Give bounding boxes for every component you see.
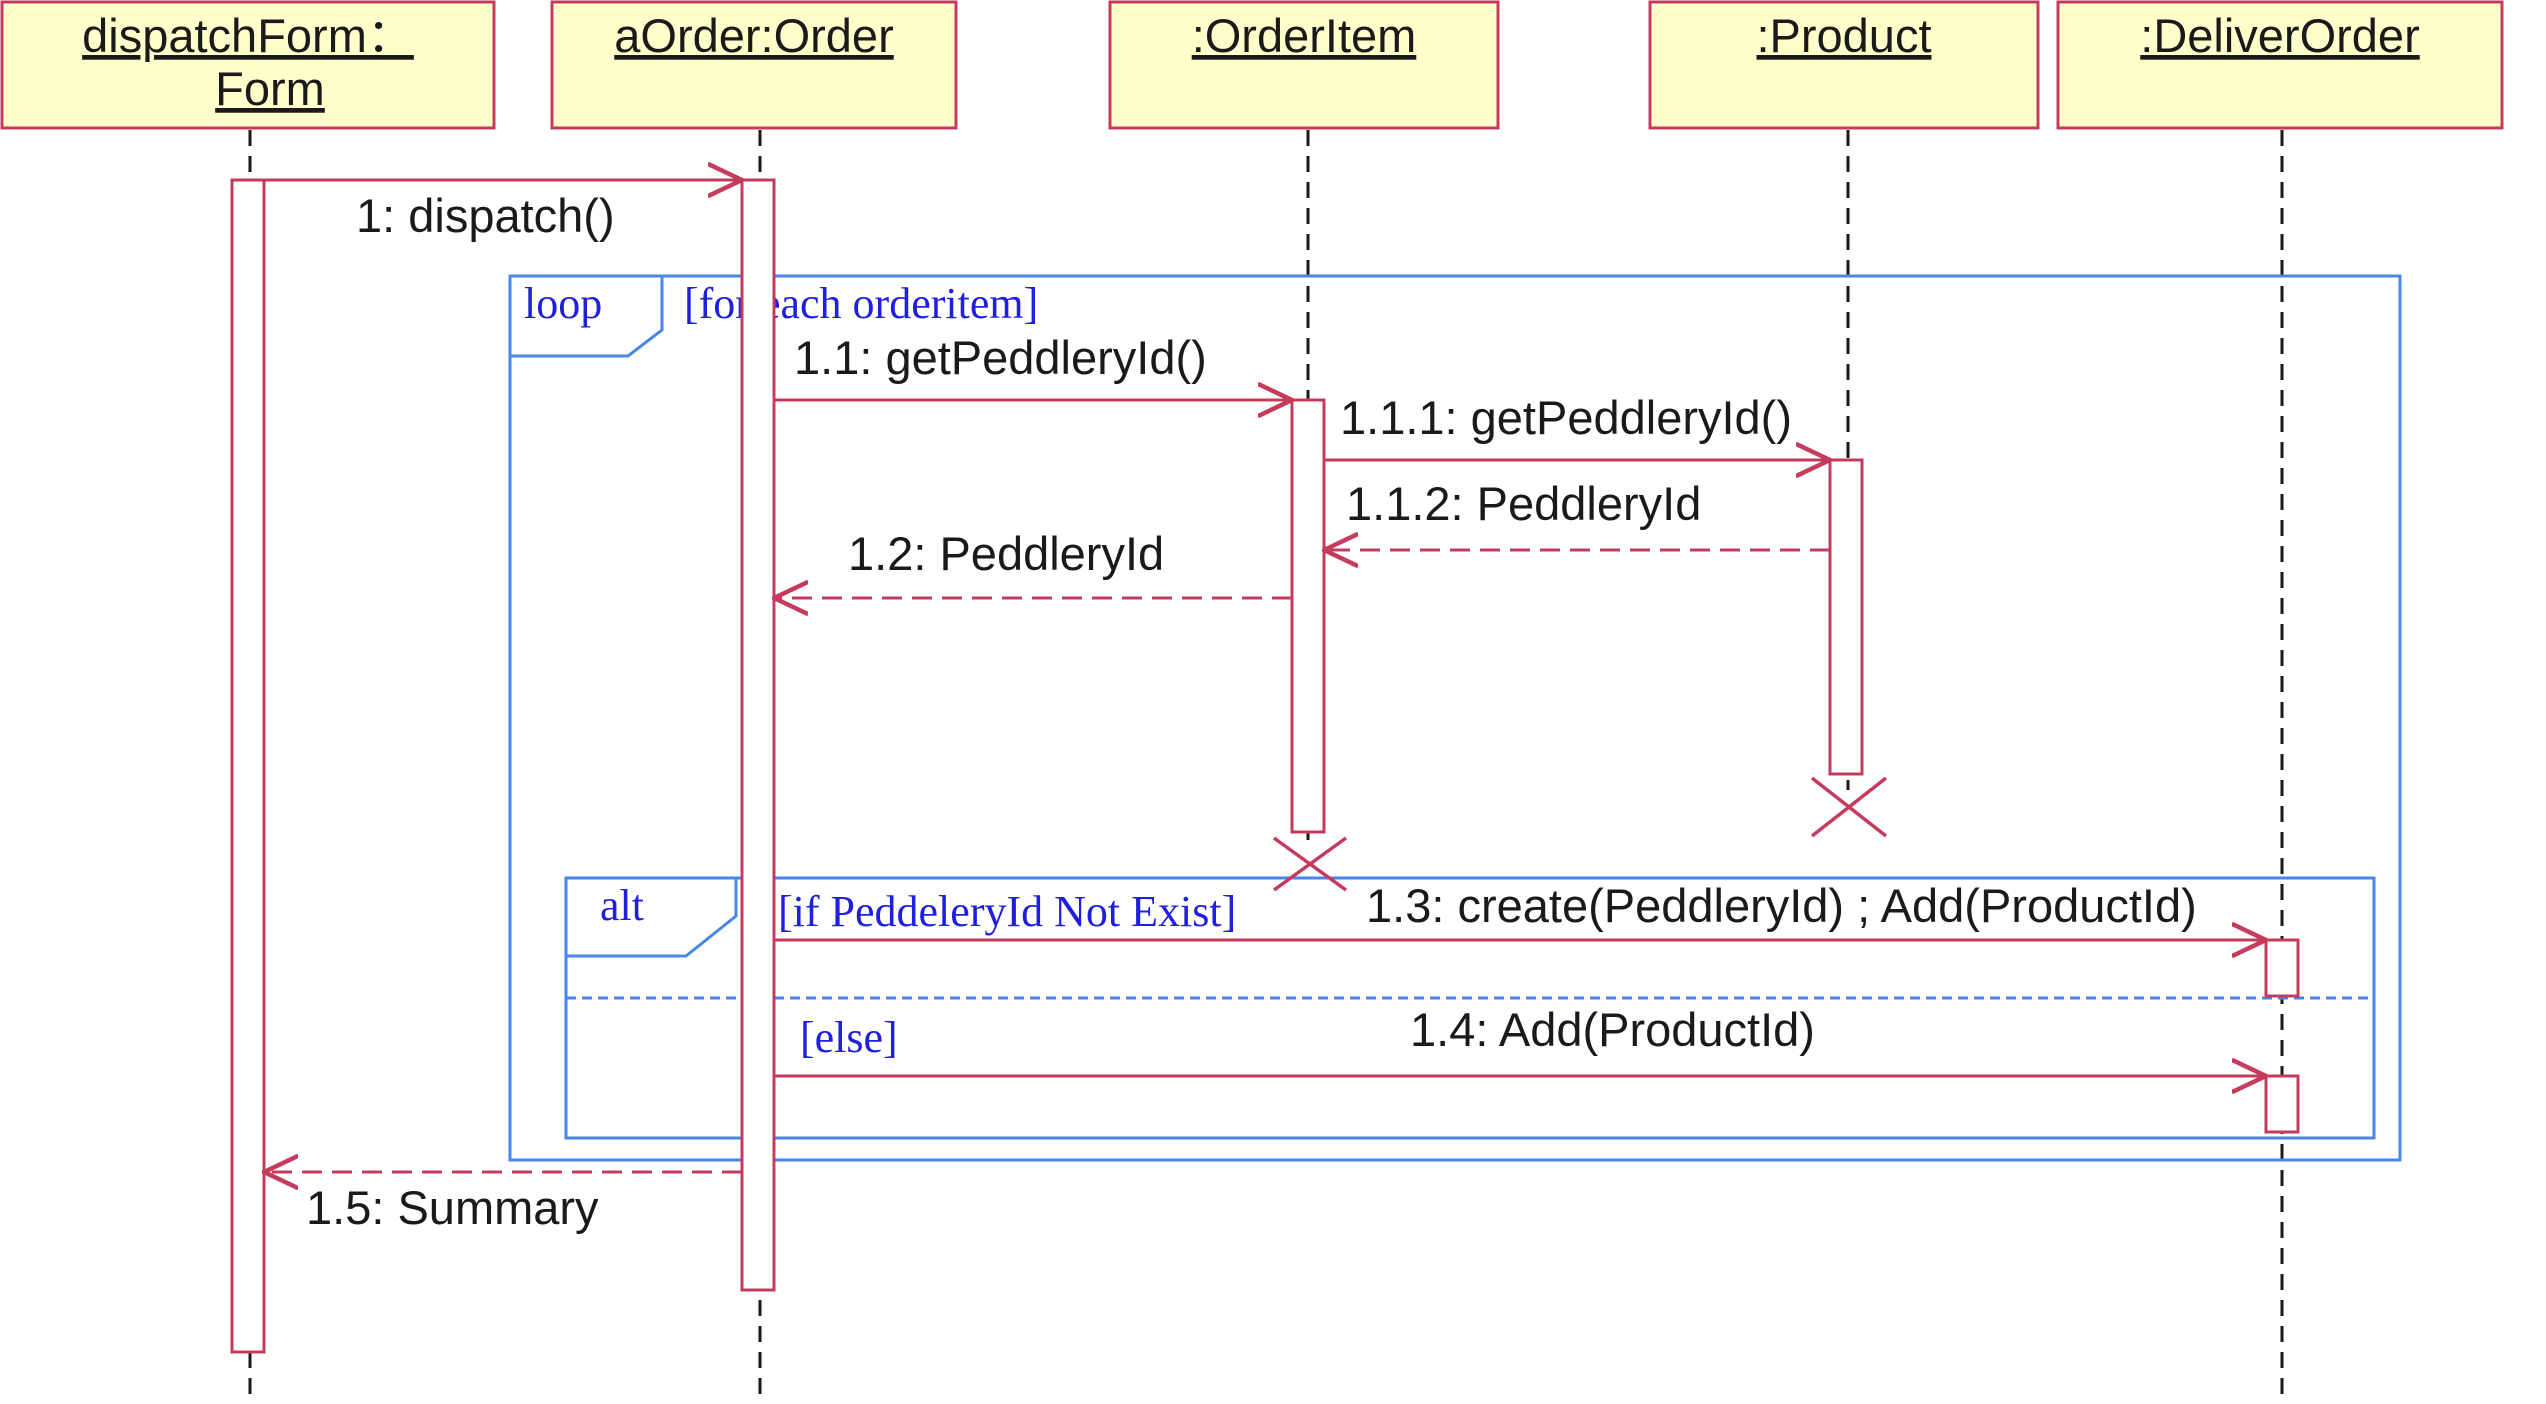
destroy-mark-item — [1272, 836, 1348, 892]
lifeline-label-item: :OrderItem — [1192, 9, 1417, 62]
lifeline-head-item: :OrderItem — [1108, 0, 1500, 130]
lifeline-label-product: :Product — [1756, 9, 1931, 62]
lifeline-head-deliver: :DeliverOrder — [2056, 0, 2504, 130]
message-label-product-return: 1.1.2: PeddleryId — [1346, 477, 1701, 530]
lifeline-head-order: aOrder:Order — [550, 0, 958, 130]
loop-guard: [for each orderitem] — [684, 279, 1038, 328]
loop-operator-label: loop — [524, 279, 602, 328]
activation-deliver-create — [2264, 938, 2300, 998]
lifeline-head-form: dispatchForm： Form — [0, 0, 496, 130]
message-label-get-peddlery-id: 1.1: getPeddleryId() — [794, 331, 1207, 384]
activation-order — [740, 178, 776, 1292]
alt-fragment: alt — [564, 876, 2376, 1140]
activation-product — [1828, 458, 1864, 776]
activation-deliver-add — [2264, 1074, 2300, 1134]
activation-form — [230, 178, 266, 1354]
lifeline-label-order: aOrder:Order — [614, 9, 893, 62]
message-label-product-get-peddlery-id: 1.1.1: getPeddleryId() — [1340, 391, 1792, 444]
lifeline-head-product: :Product — [1648, 0, 2040, 130]
alt-guard-else: [else] — [800, 1013, 898, 1062]
message-label-create: 1.3: create(PeddleryId) ; Add(ProductId) — [1366, 879, 2197, 932]
activation-item — [1290, 398, 1326, 834]
message-label-summary: 1.5: Summary — [306, 1181, 599, 1234]
message-label-add: 1.4: Add(ProductId) — [1410, 1003, 1815, 1056]
message-label-item-return: 1.2: PeddleryId — [848, 527, 1164, 580]
lifeline-label-form-line2: Form — [215, 62, 325, 115]
lifeline-label-form-line1: dispatchForm： — [82, 9, 414, 62]
message-label-dispatch: 1: dispatch() — [356, 189, 615, 242]
alt-operator-label: alt — [600, 881, 644, 930]
alt-guard-if: [if PeddeleryId Not Exist] — [778, 887, 1236, 936]
lifeline-label-deliver: :DeliverOrder — [2140, 9, 2419, 62]
destroy-mark-product — [1810, 776, 1888, 838]
